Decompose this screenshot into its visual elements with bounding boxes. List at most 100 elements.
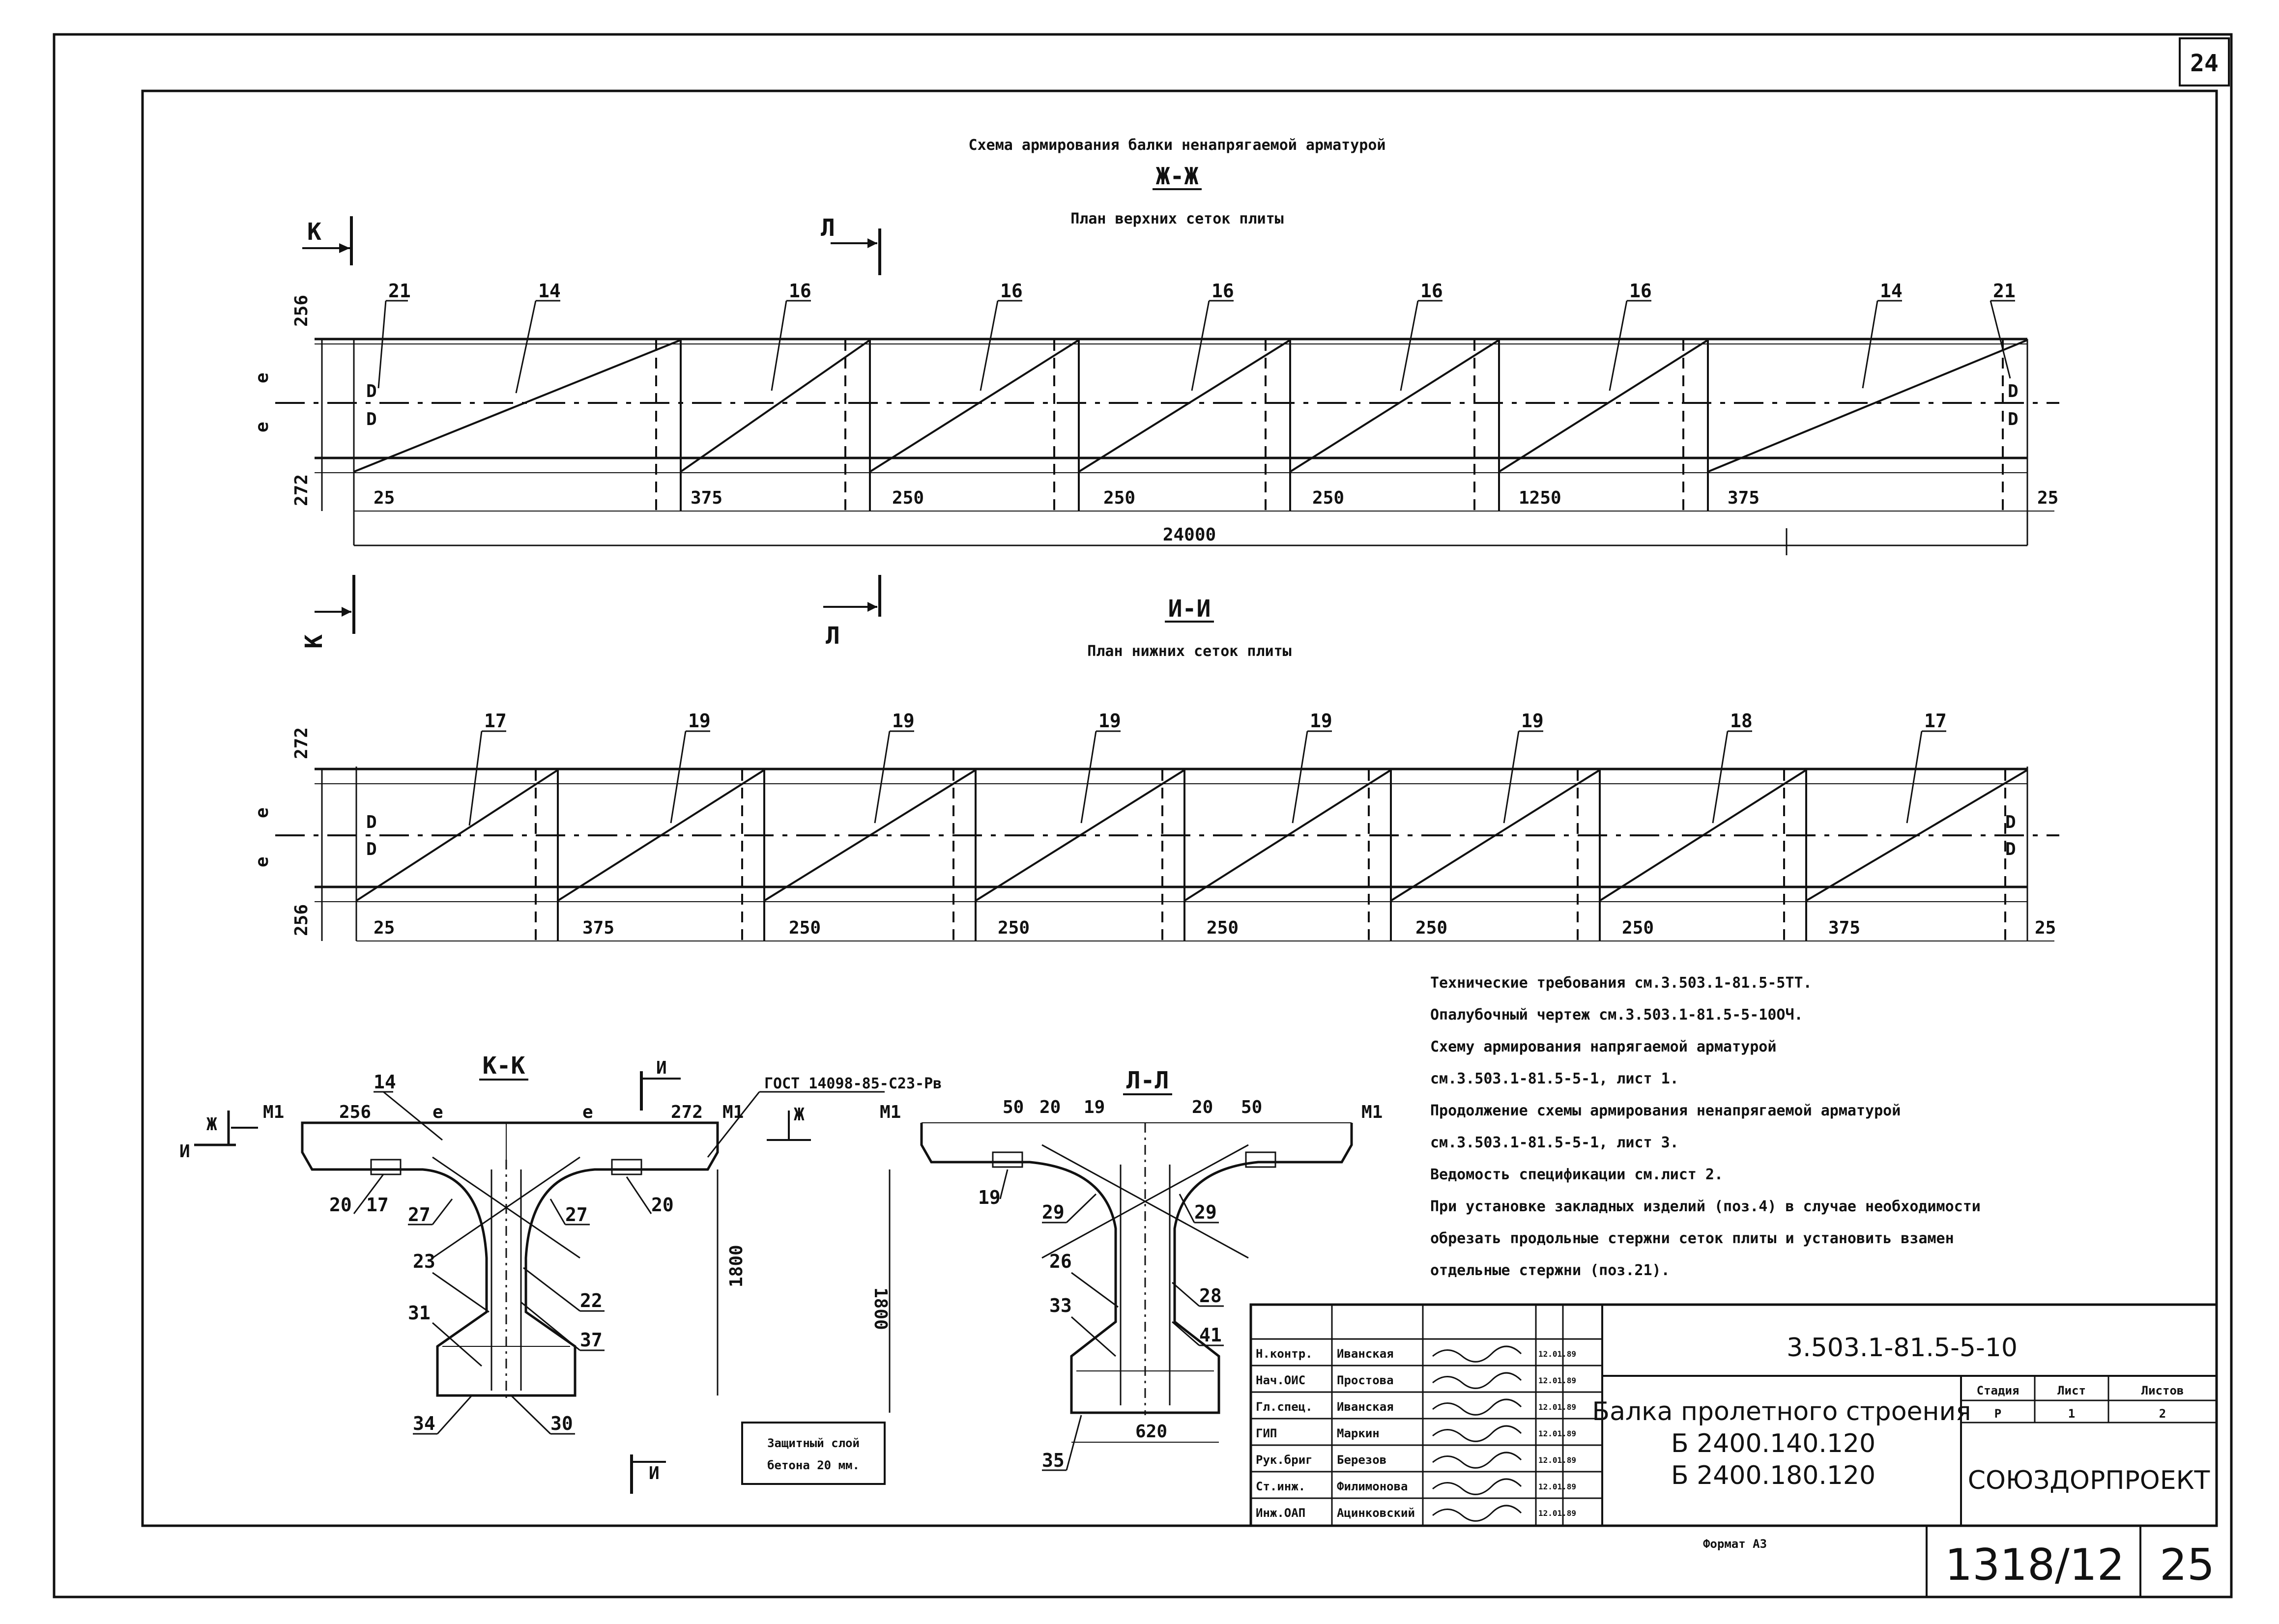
plan-top-dim-272: 272 — [291, 474, 312, 506]
svg-text:22: 22 — [580, 1290, 603, 1311]
svg-text:Лист: Лист — [2057, 1384, 2086, 1397]
plan-top-dim-e1: e — [252, 372, 272, 383]
svg-text:50: 50 — [1003, 1097, 1024, 1117]
svg-text:отдельные стержни (поз.21).: отдельные стержни (поз.21). — [1430, 1262, 1670, 1279]
outer-frame — [53, 33, 2233, 1598]
plan-top-section-label: Ж-Ж — [1156, 163, 1199, 190]
company-name: СОЮЗДОРПРОЕКТ — [1968, 1466, 2210, 1495]
svg-text:256: 256 — [291, 904, 312, 936]
svg-text:25: 25 — [2037, 488, 2058, 508]
svg-text:23: 23 — [413, 1251, 435, 1272]
signer-name: Ацинковский — [1337, 1506, 1415, 1520]
inventory-number: 1318/12 — [1945, 1539, 2125, 1590]
svg-text:37: 37 — [580, 1329, 603, 1351]
svg-text:16: 16 — [1420, 280, 1443, 302]
svg-text:375: 375 — [1728, 488, 1760, 508]
mesh-diagonal — [975, 769, 1185, 902]
signer-name: Иванская — [1337, 1400, 1394, 1414]
svg-text:27: 27 — [408, 1204, 431, 1225]
top-page-box — [2179, 37, 2230, 86]
svg-text:16: 16 — [1212, 280, 1234, 302]
plan-top-cut-l: Л — [821, 214, 835, 242]
mesh-diagonal — [1498, 339, 1709, 473]
cover-note-line2: бетона 20 мм. — [767, 1458, 860, 1472]
svg-text:250: 250 — [1103, 488, 1135, 508]
title-name-line2: Б 2400.140.120 — [1671, 1429, 1875, 1458]
mesh-diagonal — [1078, 339, 1291, 473]
plan-top-dim-e2: e — [252, 422, 272, 432]
mesh-diagonal — [763, 769, 977, 902]
svg-text:19: 19 — [688, 710, 711, 732]
mesh-diagonal — [1390, 769, 1601, 902]
svg-text:272: 272 — [291, 727, 312, 759]
signer-date: 12.01.89 — [1538, 1482, 1576, 1491]
signature-icon — [1432, 1478, 1522, 1495]
signer-name: Простова — [1337, 1373, 1394, 1387]
top-page-number: 24 — [2190, 50, 2219, 77]
svg-text:2: 2 — [2159, 1407, 2166, 1421]
svg-text:Ж: Ж — [794, 1105, 805, 1125]
signature-icon — [1432, 1425, 1522, 1442]
format-label: Формат А3 — [1703, 1537, 1767, 1551]
svg-text:И: И — [649, 1463, 660, 1483]
signer-role: Ст.инж. — [1256, 1480, 1305, 1493]
svg-text:Ведомость спецификации см.лист: Ведомость спецификации см.лист 2. — [1430, 1166, 1723, 1183]
signature-icon — [1432, 1345, 1522, 1363]
svg-text:272: 272 — [671, 1102, 703, 1122]
plan-top-caption: План верхних сеток плиты — [1070, 210, 1283, 228]
svg-text:250: 250 — [789, 918, 821, 938]
svg-text:e: e — [433, 1102, 443, 1122]
svg-text:29: 29 — [1042, 1201, 1065, 1223]
svg-text:Схему армирования напрягаемой: Схему армирования напрягаемой арматурой — [1430, 1038, 1776, 1055]
svg-text:28: 28 — [1199, 1285, 1222, 1307]
section-k-height: 1800 — [726, 1245, 747, 1287]
svg-text:250: 250 — [1622, 918, 1654, 938]
signer-date: 12.01.89 — [1538, 1376, 1576, 1385]
svg-text:256: 256 — [339, 1102, 371, 1122]
svg-text:М1: М1 — [263, 1102, 284, 1122]
svg-text:250: 250 — [1312, 488, 1344, 508]
mesh-diagonal — [1183, 769, 1392, 902]
svg-text:Р: Р — [1994, 1407, 2001, 1421]
svg-text:D: D — [366, 381, 377, 401]
signer-date: 12.01.89 — [1538, 1509, 1576, 1518]
svg-text:Технические требования см.3.50: Технические требования см.3.503.1-81.5-5… — [1430, 974, 1812, 992]
svg-text:20: 20 — [329, 1194, 352, 1216]
svg-text:D: D — [366, 812, 377, 832]
signer-date: 12.01.89 — [1538, 1402, 1576, 1412]
svg-text:Опалубочный чертеж см.3.503.1-: Опалубочный чертеж см.3.503.1-81.5-5-10О… — [1430, 1006, 1803, 1024]
signer-role: Н.контр. — [1256, 1347, 1313, 1361]
plan-top-bar-21-right: 21 — [1993, 280, 2016, 302]
svg-text:М1: М1 — [880, 1102, 901, 1122]
svg-text:19: 19 — [1521, 710, 1544, 732]
mesh-diagonal — [1599, 769, 1807, 902]
svg-text:При установке закладных издели: При установке закладных изделий (поз.4) … — [1430, 1198, 1981, 1215]
svg-text:D: D — [2008, 409, 2019, 429]
notes: Технические требования см.3.503.1-81.5-5… — [1430, 974, 1981, 1279]
svg-text:375: 375 — [1828, 918, 1860, 938]
inner-frame — [141, 89, 2218, 1527]
doc-code: 3.503.1-81.5-5-10 — [1787, 1333, 2018, 1363]
svg-text:1250: 1250 — [1519, 488, 1561, 508]
bottom-page-number: 25 — [2160, 1539, 2215, 1590]
mesh-diagonal — [557, 769, 765, 902]
svg-text:19: 19 — [1098, 710, 1121, 732]
gost-label: ГОСТ 14098-85-С23-Рв — [764, 1075, 942, 1092]
signer-role: ГИП — [1256, 1426, 1277, 1440]
svg-text:27: 27 — [565, 1204, 588, 1225]
plan-top-overall-length: 24000 — [1163, 525, 1216, 545]
svg-text:D: D — [2008, 381, 2019, 401]
svg-text:16: 16 — [1629, 280, 1652, 302]
svg-text:250: 250 — [998, 918, 1030, 938]
svg-text:19: 19 — [892, 710, 915, 732]
svg-text:19: 19 — [1310, 710, 1332, 732]
svg-text:17: 17 — [484, 710, 507, 732]
signer-name: Березов — [1337, 1453, 1386, 1467]
svg-text:1: 1 — [2068, 1407, 2075, 1421]
section-l-label: Л-Л — [1126, 1067, 1169, 1094]
plan-bottom: 272 e e 256 D D D D 17 19 19 19 19 19 18… — [252, 710, 2059, 941]
plan-top: К Л 256 e e 272 D D D D 21 14 16 16 16 1… — [252, 214, 2059, 555]
svg-text:20: 20 — [1039, 1097, 1061, 1117]
svg-text:17: 17 — [366, 1194, 389, 1216]
svg-text:14: 14 — [1880, 280, 1903, 302]
